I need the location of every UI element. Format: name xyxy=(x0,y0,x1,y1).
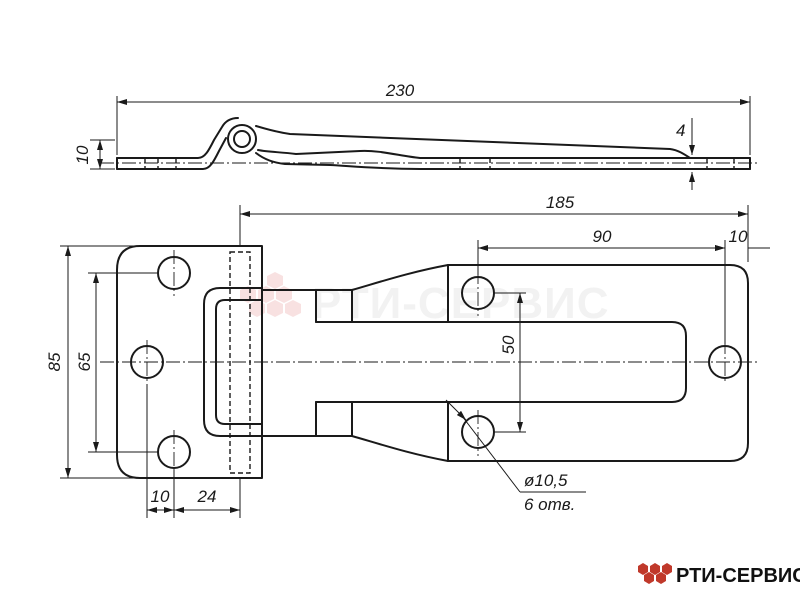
logo-text: РТИ-СЕРВИС xyxy=(676,565,800,587)
dim-leaf-offset: 4 xyxy=(676,118,695,190)
dim-label-24: 24 xyxy=(197,487,217,506)
dim-hole-span: 185 xyxy=(239,193,749,262)
dim-label-50: 50 xyxy=(499,335,518,354)
dim-label-230: 230 xyxy=(385,81,415,100)
dim-slot-height: 50 xyxy=(494,292,526,433)
dim-hole-callout: ø10,5 6 отв. xyxy=(445,399,586,514)
dim-overall-length: 230 xyxy=(116,81,751,155)
dim-label-hole-count: 6 отв. xyxy=(524,495,575,514)
dim-label-diameter: ø10,5 xyxy=(524,471,568,490)
dim-label-10-side: 10 xyxy=(73,145,92,164)
watermark: РТИ-СЕРВИС xyxy=(240,272,610,328)
dim-label-10-end: 10 xyxy=(729,227,748,246)
dim-total-height: 85 xyxy=(45,245,140,479)
dim-label-185: 185 xyxy=(546,193,575,212)
dim-thickness: 10 xyxy=(73,139,115,170)
dim-label-4: 4 xyxy=(676,121,685,140)
dim-end-margin: 10 xyxy=(702,227,770,251)
dim-hole-spacing: 90 xyxy=(477,227,726,344)
side-view xyxy=(100,117,760,170)
logo-hexagons-icon xyxy=(638,563,672,584)
dim-label-85: 85 xyxy=(45,352,64,371)
dim-left-margin: 10 24 xyxy=(146,384,241,518)
dim-hole-height: 65 xyxy=(75,272,158,453)
watermark-text: РТИ-СЕРВИС xyxy=(312,279,610,328)
dim-label-65: 65 xyxy=(75,352,94,371)
watermark-hexagons-icon xyxy=(240,272,301,317)
dim-label-10-left: 10 xyxy=(151,487,170,506)
dim-label-90: 90 xyxy=(593,227,612,246)
logo: РТИ-СЕРВИС xyxy=(638,563,800,587)
